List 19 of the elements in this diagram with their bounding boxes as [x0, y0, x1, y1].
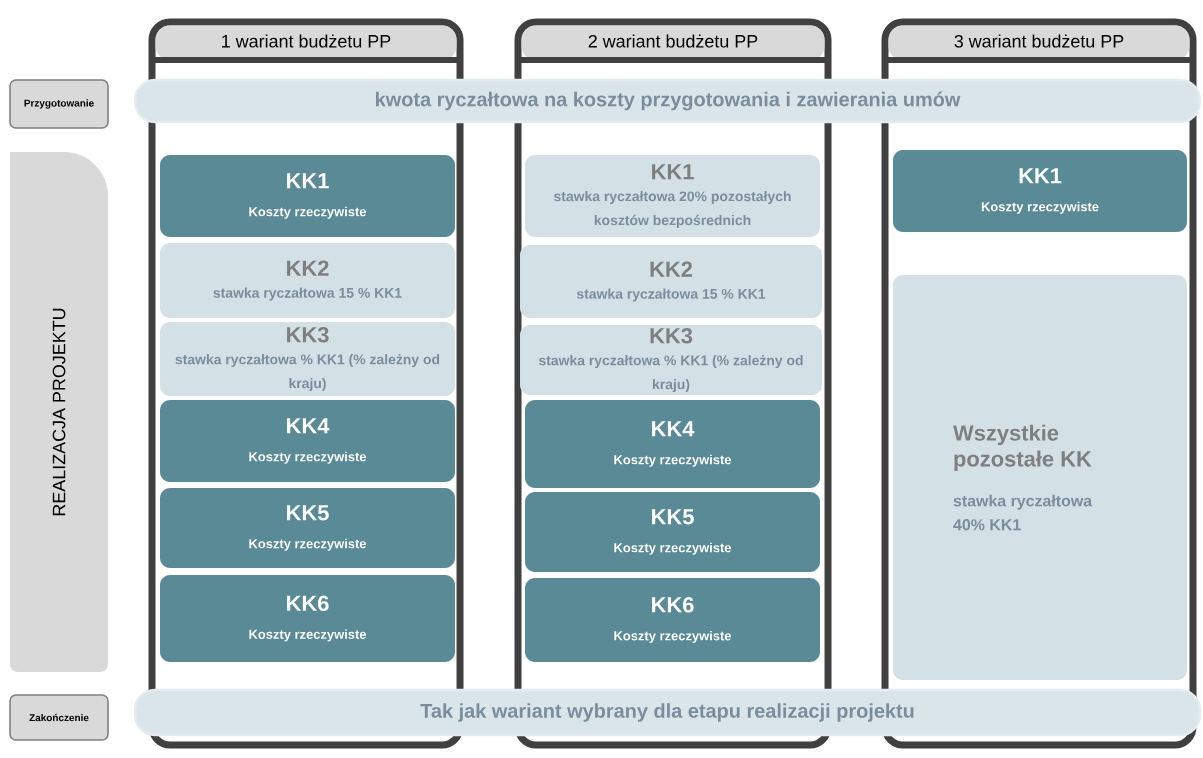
- cost-box: KK1 Koszty rzeczywiste: [893, 150, 1187, 232]
- cost-box: KK1 Koszty rzeczywiste: [160, 155, 455, 237]
- cost-box: KK1 stawka ryczałtowa 20% pozostałych kosztów bezpośrednich: [525, 155, 820, 237]
- phase-tab: REALIZACJA PROJEKTU: [10, 152, 108, 672]
- cost-box: KK3 stawka ryczałtowa % KK1 (% zależny od kraju): [160, 322, 455, 396]
- phase-band: Tak jak wariant wybrany dla etapu realizacji projektu: [133, 688, 1202, 737]
- cost-box: KK3 stawka ryczałtowa % KK1 (% zależny od kraju): [520, 325, 822, 395]
- phase-band: kwota ryczałtowa na koszty przygotowania i zawierania umów: [133, 78, 1202, 124]
- cost-box: KK6 Koszty rzeczywiste: [525, 578, 820, 662]
- cost-box: KK4 Koszty rzeczywiste: [525, 400, 820, 488]
- cost-box: KK5 Koszty rzeczywiste: [160, 488, 455, 568]
- cost-box: Wszystkie pozostałe KK stawka ryczałtowa 40% KK1: [893, 275, 1187, 680]
- cost-box: KK4 Koszty rzeczywiste: [160, 400, 455, 482]
- cost-box: KK2 stawka ryczałtowa 15 % KK1: [520, 245, 822, 318]
- cost-box: KK5 Koszty rzeczywiste: [525, 492, 820, 572]
- cost-box: KK2 stawka ryczałtowa 15 % KK1: [160, 243, 455, 318]
- phase-tab: Zakończenie: [9, 694, 109, 741]
- phase-tab: Przygotowanie: [9, 79, 109, 129]
- cost-box: KK6 Koszty rzeczywiste: [160, 575, 455, 662]
